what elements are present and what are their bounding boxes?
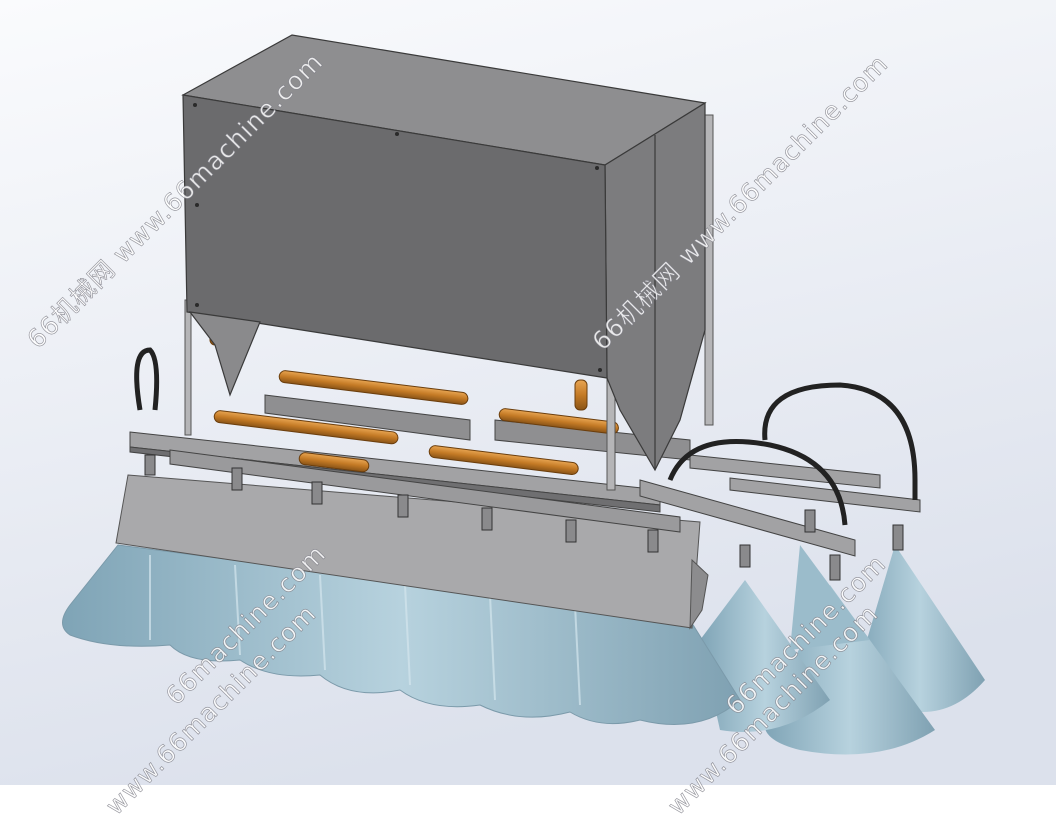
hoses (134, 347, 918, 526)
housing-front (182, 94, 608, 379)
spray-highlights (149, 555, 581, 706)
frame (129, 394, 921, 557)
spray-curtain-front (62, 544, 741, 725)
tank-housing (181, 34, 707, 472)
housing-screws (193, 103, 602, 372)
nozzles (144, 454, 904, 581)
cad-render-sprayer-machine (0, 0, 1056, 785)
hydraulic-cylinders (209, 314, 619, 476)
